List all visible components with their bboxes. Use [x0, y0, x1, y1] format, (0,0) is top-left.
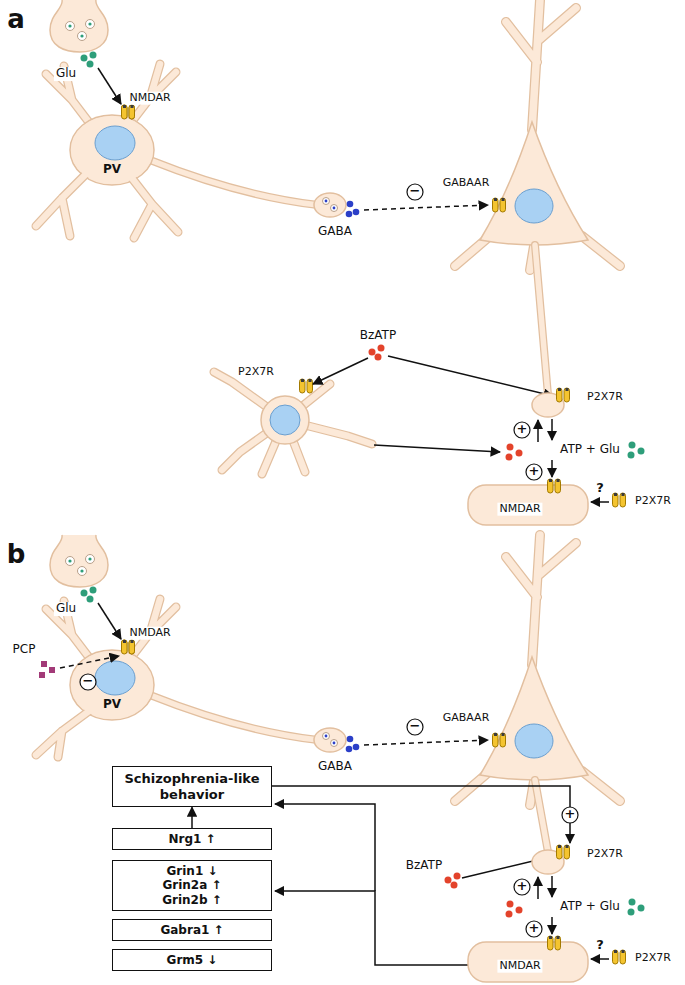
receptor-label: P2X7R	[585, 391, 625, 404]
receptor-label: P2X7R	[585, 848, 625, 861]
excitation-sign: +	[565, 807, 576, 822]
box-text: Grin2a ↑	[117, 878, 267, 892]
pcp-molecules	[39, 656, 119, 690]
receptor-label: NMDAR	[497, 503, 542, 516]
box-text: Nrg1 ↑	[117, 832, 267, 846]
astrocyte	[214, 372, 372, 474]
receptor-label: P2X7R	[236, 366, 276, 379]
inhibition-sign: −	[410, 719, 421, 734]
receptor-label: NMDAR	[127, 92, 172, 105]
excitation-sign: +	[517, 422, 528, 437]
pv-interneuron	[36, 535, 620, 805]
receptor-label: P2X7R	[633, 952, 673, 965]
panel-letter: a	[5, 5, 27, 35]
receptor-label: P2X7R	[633, 495, 673, 508]
connector-arrow	[191, 807, 193, 828]
question-mark: ?	[594, 481, 606, 496]
glutamate-label: Glu	[54, 602, 78, 616]
box-text: Gabra1 ↑	[117, 923, 267, 937]
panel-letter: b	[5, 540, 28, 570]
question-mark: ?	[594, 938, 606, 953]
gene-box: Gabra1 ↑	[112, 919, 272, 941]
synapse-row	[468, 388, 645, 525]
receptor-label: NMDAR	[497, 960, 542, 973]
receptor-label: GABAAR	[441, 712, 492, 725]
box-text: Grin1 ↓	[117, 864, 267, 878]
glutamate-label: Glu	[54, 67, 78, 81]
gaba-label: GABA	[316, 225, 354, 239]
release-label: ATP + Glu	[558, 900, 622, 914]
drug-label: BzATP	[404, 859, 444, 873]
receptor-label: GABAAR	[441, 177, 492, 190]
inhibition-sign: −	[83, 674, 94, 689]
release-label: ATP + Glu	[558, 443, 622, 457]
feedback-lines	[272, 786, 578, 965]
cell-label: PV	[101, 163, 123, 177]
synapse-row	[468, 845, 645, 982]
inhibition-sign: −	[410, 184, 421, 199]
pyramidal-axon	[535, 780, 548, 852]
gene-box: Grin1 ↓Grin2a ↑Grin2b ↑	[112, 860, 272, 911]
gene-box: Nrg1 ↑	[112, 828, 272, 850]
gaba-label: GABA	[316, 760, 354, 774]
box-text: Grm5 ↓	[117, 953, 267, 967]
excitation-sign: +	[529, 464, 540, 479]
box-text: Schizophrenia-like behavior	[117, 771, 267, 802]
gene-box: Grm5 ↓	[112, 949, 272, 971]
drug-label: PCP	[11, 643, 38, 657]
outcome-box: Schizophrenia-like behavior	[112, 766, 272, 807]
pv-interneuron	[36, 0, 488, 238]
receptor-label: NMDAR	[127, 627, 172, 640]
pyramidal-neuron	[455, 0, 620, 395]
cell-label: PV	[101, 698, 123, 712]
drug-label: BzATP	[358, 329, 398, 343]
excitation-sign: +	[529, 921, 540, 936]
excitation-sign: +	[517, 879, 528, 894]
box-text: Grin2b ↑	[117, 893, 267, 907]
